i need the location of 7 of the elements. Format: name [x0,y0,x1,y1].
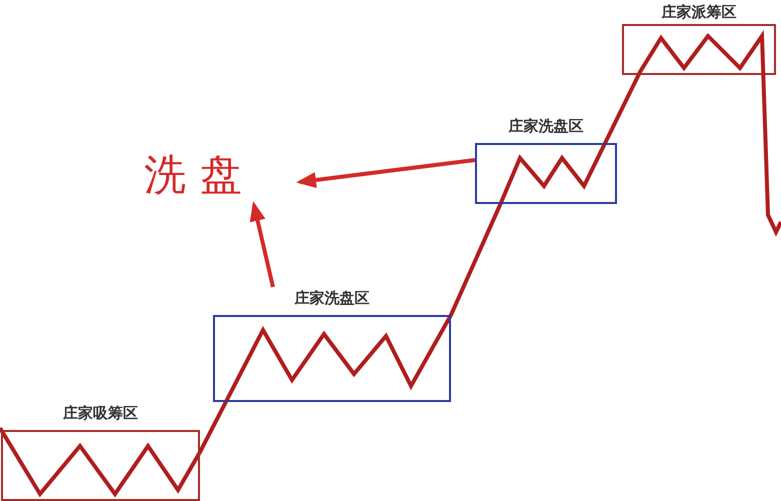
arrow [296,158,476,188]
arrow [250,201,275,288]
zone-heading: 庄家吸筹区 [62,404,139,423]
zone-heading: 庄家洗盘区 [508,117,584,136]
zone-heading: 庄家派筹区 [660,3,738,22]
zone-heading: 庄家洗盘区 [294,289,370,308]
callout-word: 洗盘 [135,150,265,200]
